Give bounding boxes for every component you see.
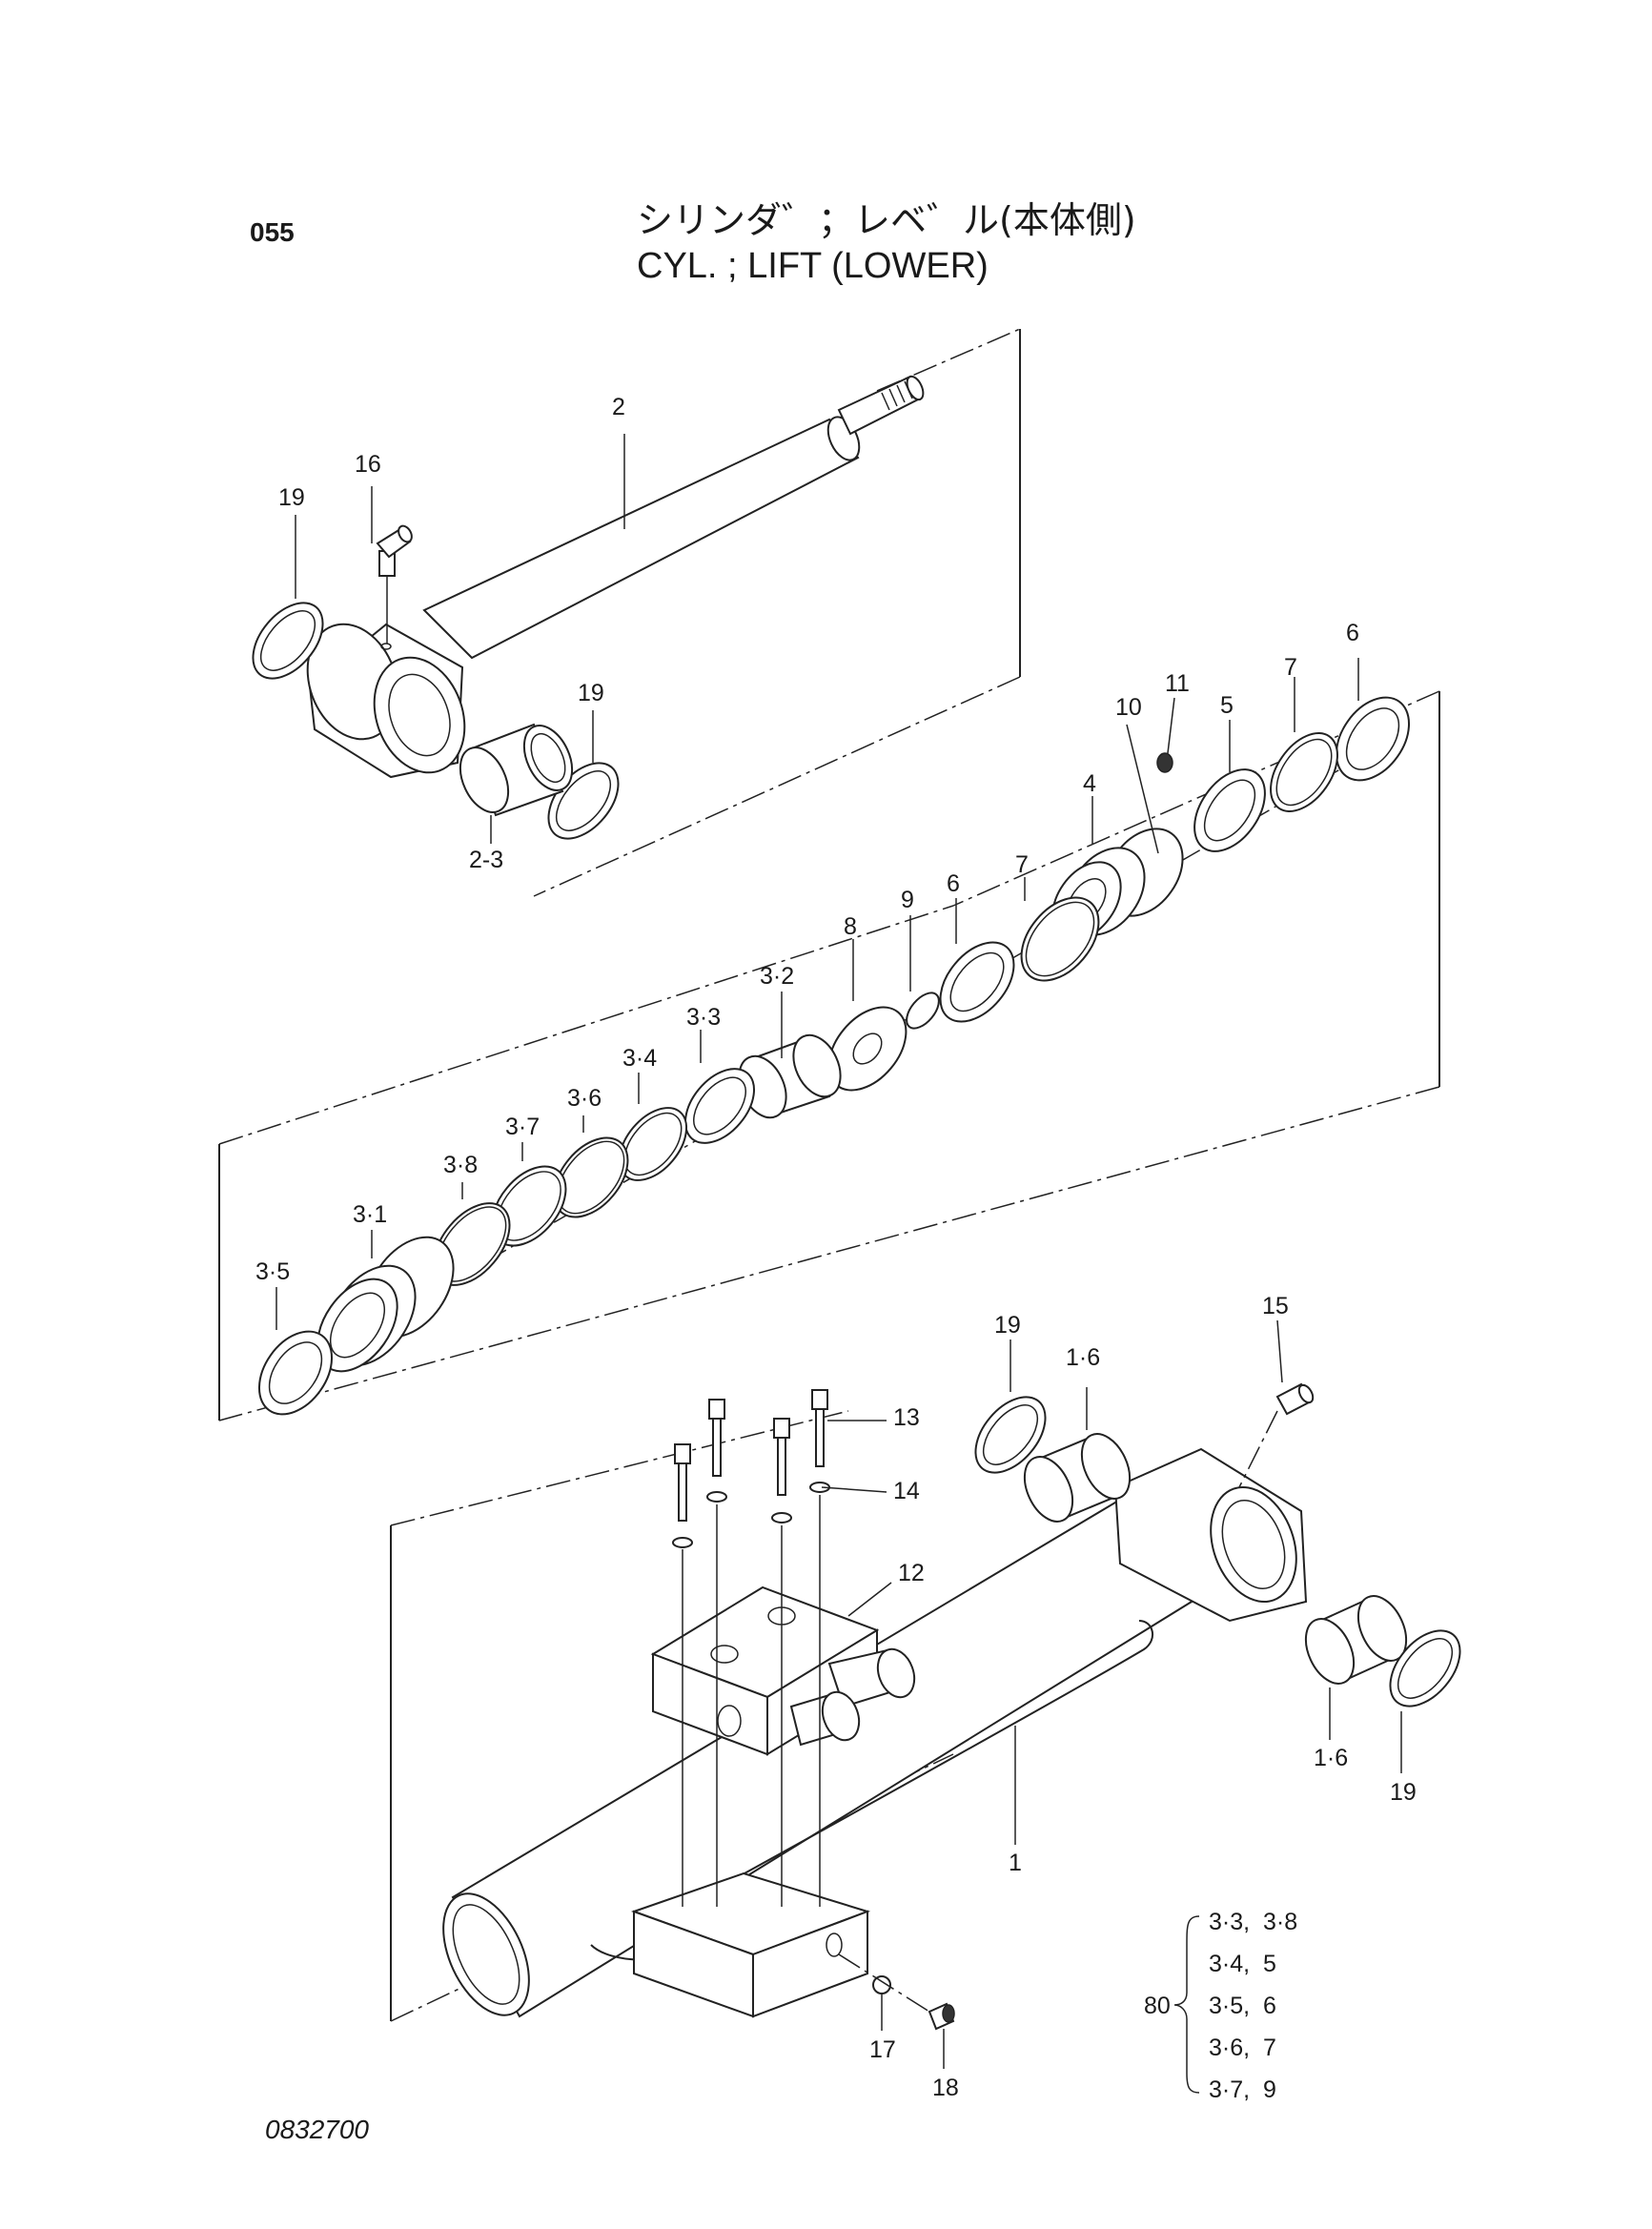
callout-3-6: 3·6 bbox=[567, 1085, 602, 1112]
callout-3-7: 3·7 bbox=[505, 1114, 540, 1140]
callout-3-8: 3·8 bbox=[443, 1152, 479, 1178]
callout-14: 14 bbox=[893, 1478, 920, 1504]
callout-3-2: 3·2 bbox=[760, 963, 795, 990]
grease-fitting-16 bbox=[376, 524, 413, 644]
seal-kit-row: 3·7, 9 bbox=[1209, 2076, 1276, 2103]
callout-19: 19 bbox=[994, 1312, 1021, 1339]
title-english: CYL. ; LIFT (LOWER) bbox=[637, 246, 989, 286]
callout-7: 7 bbox=[1284, 654, 1297, 681]
callout-3-5: 3·5 bbox=[255, 1258, 291, 1285]
seal-kit-number: 80 bbox=[1144, 1993, 1171, 2019]
callout-8: 8 bbox=[844, 913, 857, 940]
seal-kit-row: 3·3, 3·8 bbox=[1209, 1909, 1298, 1935]
seal-ring-19-lower-left bbox=[974, 1396, 1047, 1474]
callout-16: 16 bbox=[355, 451, 381, 478]
callout-19: 19 bbox=[578, 680, 604, 706]
callout-5: 5 bbox=[1220, 692, 1234, 719]
seal-ring-19-upper-left bbox=[252, 602, 324, 680]
seal-kit-row: 3·4, 5 bbox=[1209, 1951, 1276, 1977]
title-japanese: シリンダ゛；レベ゛ル(本体側) bbox=[637, 199, 1136, 241]
plug-18 bbox=[838, 1953, 955, 2031]
cylinder-tube bbox=[442, 1447, 1308, 2018]
callout-13: 13 bbox=[893, 1404, 920, 1431]
callout-12: 12 bbox=[898, 1560, 925, 1586]
bushing-2-3 bbox=[459, 723, 574, 817]
callout-3-1: 3·1 bbox=[353, 1201, 388, 1228]
callout-4: 4 bbox=[1083, 770, 1096, 797]
callout-2-3: 2-3 bbox=[469, 847, 504, 873]
callout-3-4: 3·4 bbox=[622, 1045, 658, 1072]
callout-1: 1 bbox=[1009, 1850, 1022, 1876]
callout-3-3: 3·3 bbox=[686, 1004, 722, 1031]
seal-stack bbox=[257, 696, 1411, 1416]
seal-kit-row: 3·5, 6 bbox=[1209, 1993, 1276, 2019]
piston-rod bbox=[422, 375, 925, 660]
grease-fitting-15 bbox=[1238, 1382, 1315, 1488]
callout-1-6: 1·6 bbox=[1314, 1745, 1349, 1771]
callout-10: 10 bbox=[1115, 694, 1142, 721]
callout-6: 6 bbox=[947, 870, 960, 897]
callout-17: 17 bbox=[869, 2036, 896, 2063]
callout-9: 9 bbox=[901, 887, 914, 913]
callout-2: 2 bbox=[612, 394, 625, 420]
callout-6: 6 bbox=[1346, 620, 1359, 646]
valve-block-12 bbox=[650, 1585, 916, 1756]
callout-7: 7 bbox=[1015, 851, 1029, 878]
rod-eye bbox=[306, 623, 466, 779]
kit-brace bbox=[1173, 1915, 1200, 2094]
callout-19: 19 bbox=[278, 484, 305, 511]
bottom-block bbox=[631, 1871, 871, 2018]
seal-ring-19-lower-right bbox=[1389, 1629, 1461, 1708]
bushing-1-6-lower bbox=[1304, 1595, 1408, 1685]
callout-18: 18 bbox=[932, 2075, 959, 2101]
callout-19: 19 bbox=[1390, 1779, 1417, 1806]
rod-assembly-frame bbox=[533, 328, 1021, 897]
page-number: 055 bbox=[250, 217, 295, 247]
drawing-number: 0832700 bbox=[265, 2115, 370, 2144]
callout-11: 11 bbox=[1165, 670, 1190, 697]
callout-1-6: 1·6 bbox=[1066, 1344, 1101, 1371]
bushing-1-6-upper bbox=[1023, 1433, 1132, 1523]
leader-lines bbox=[275, 434, 1402, 2069]
seal-kit-row: 3·6, 7 bbox=[1209, 2035, 1276, 2061]
callout-15: 15 bbox=[1262, 1293, 1289, 1319]
